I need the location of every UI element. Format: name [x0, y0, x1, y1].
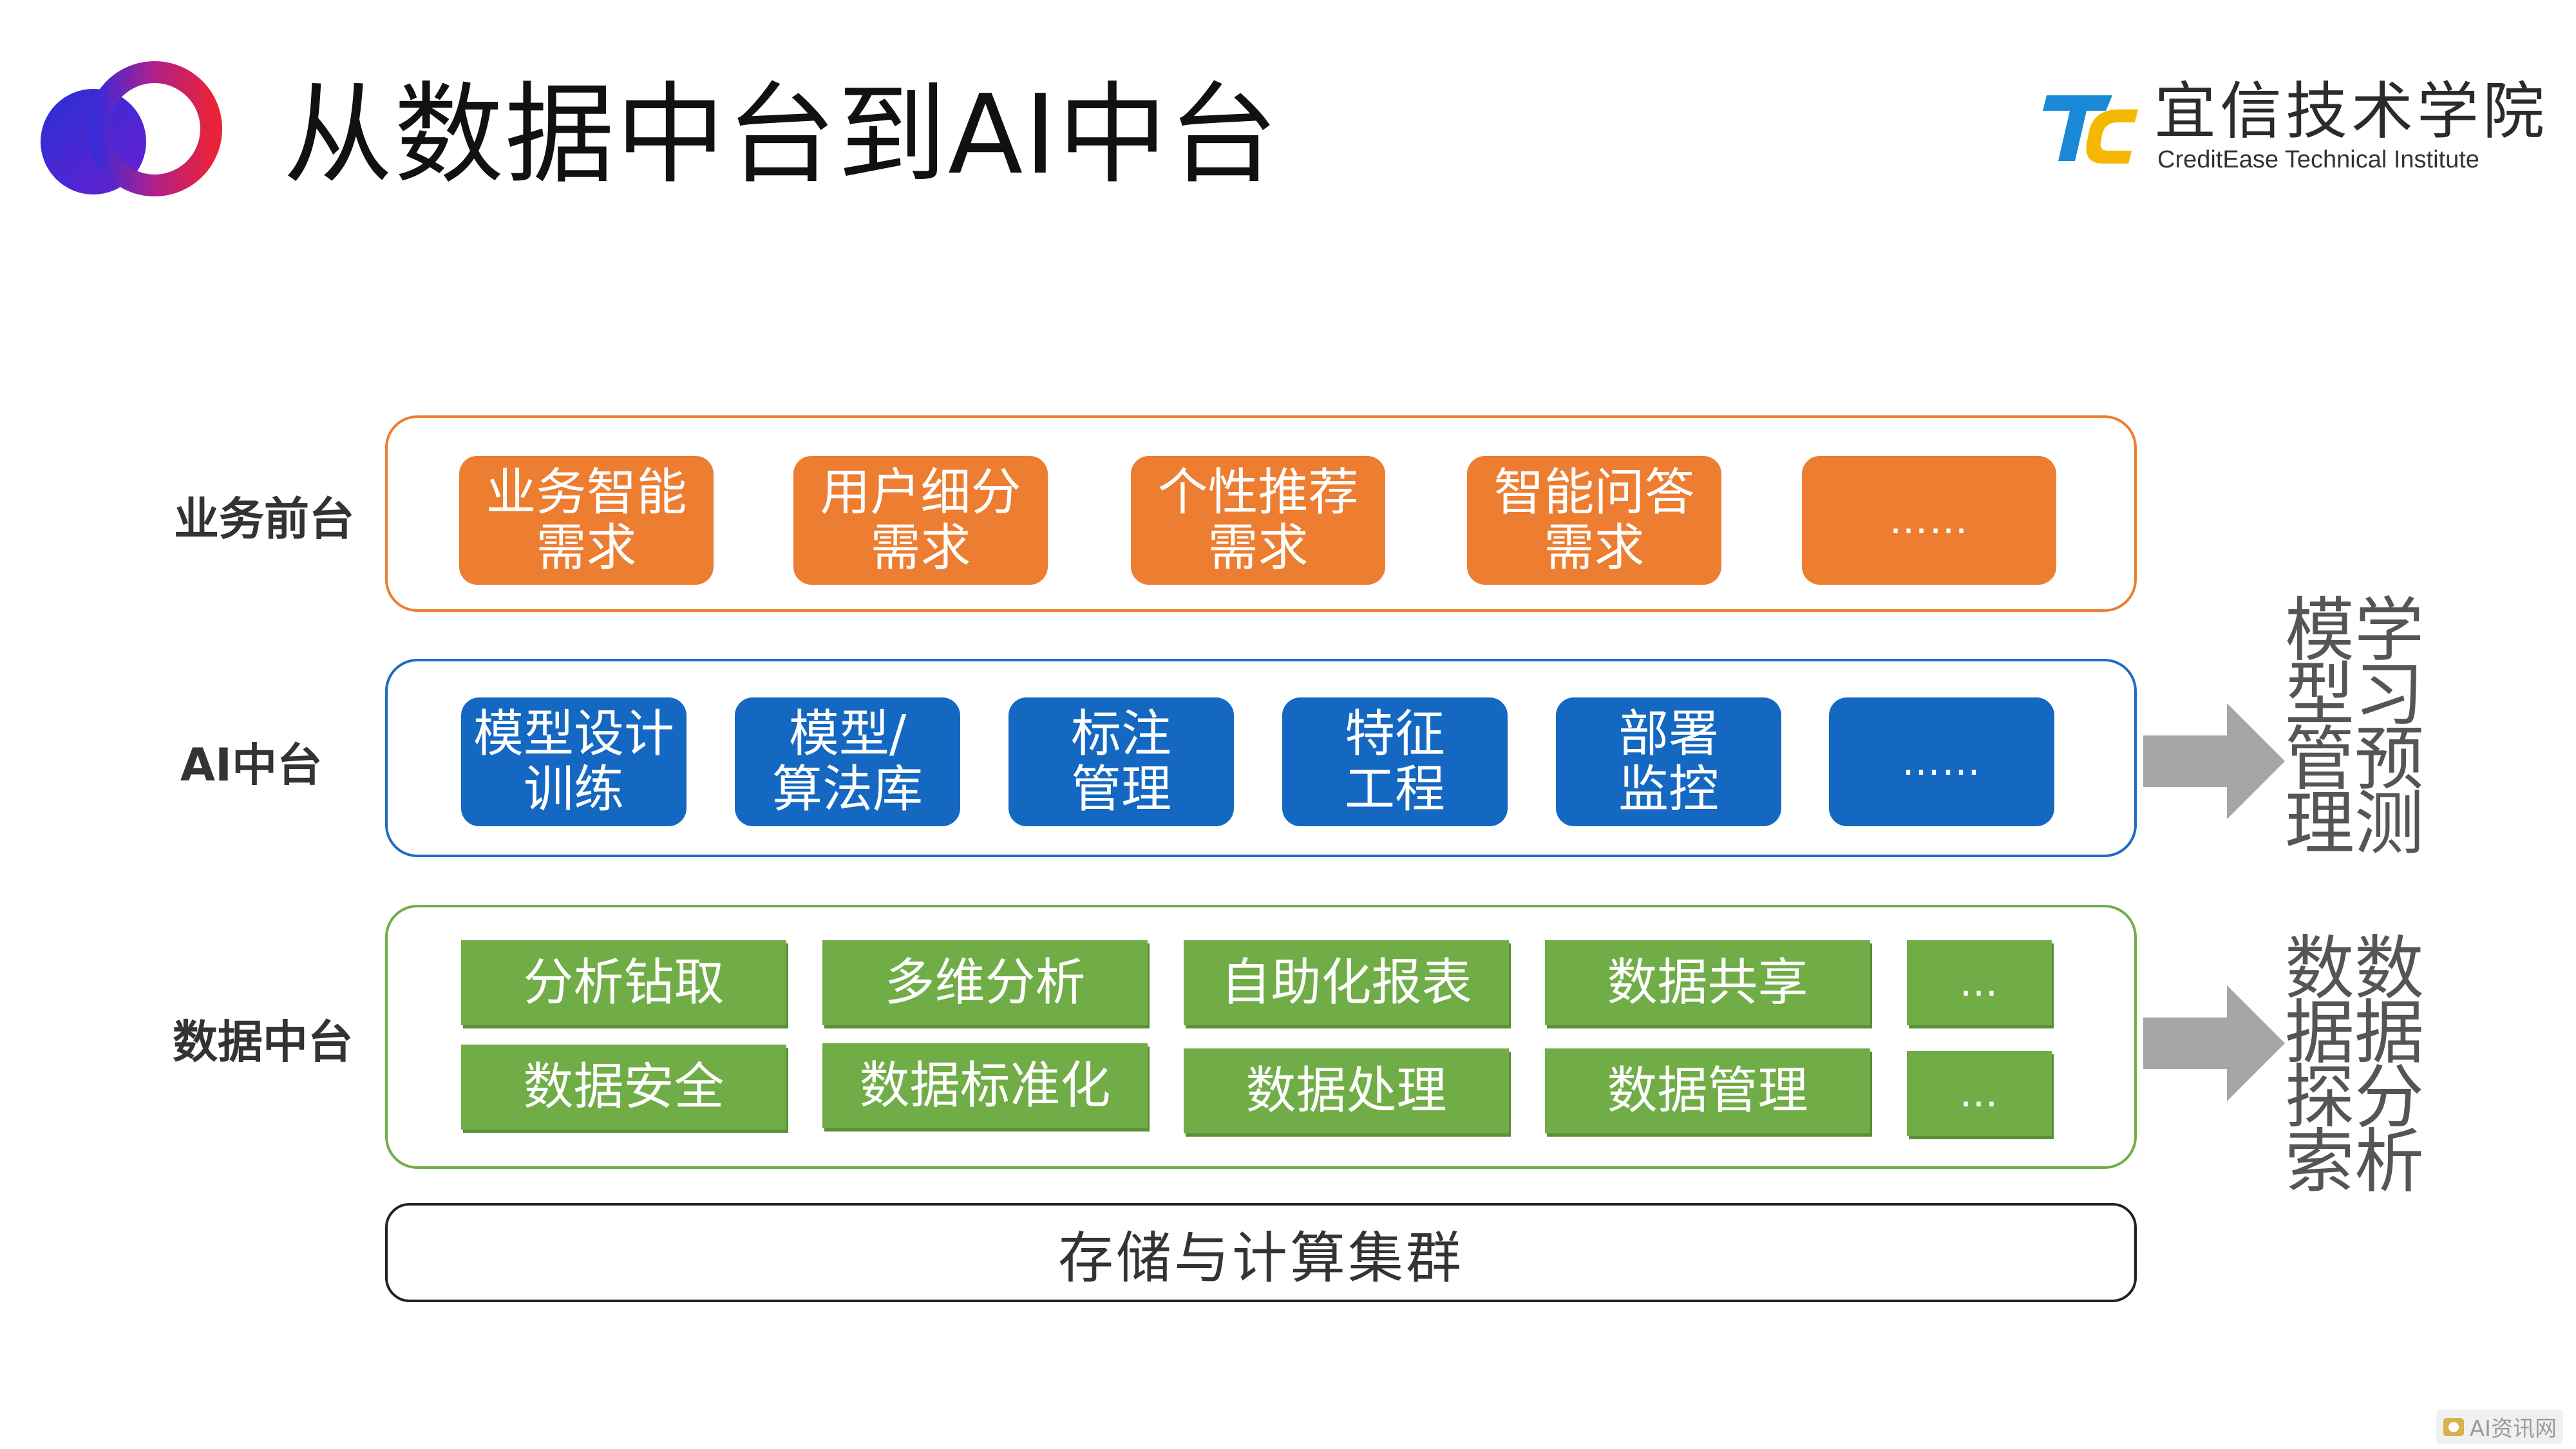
- brand-ring-logo: [41, 61, 222, 196]
- page-title: 从数据中台到AI中台: [283, 71, 1280, 199]
- watermark-text: AI资讯网: [2469, 1416, 2557, 1442]
- data-item: 分析钻取: [461, 940, 786, 1025]
- data-item: 数据共享: [1545, 940, 1870, 1025]
- brand-name-en: CreditEase Technical Institute: [2157, 146, 2479, 173]
- business-item: 智能问答 需求: [1467, 456, 1721, 585]
- ai-item: 特征 工程: [1282, 697, 1508, 826]
- ai-item: 模型设计 训练: [461, 697, 687, 826]
- ai-item: 标注 管理: [1009, 697, 1234, 826]
- ai-output-text: 模学 型习 管预 理测: [2285, 591, 2425, 864]
- data-item: 数据安全: [461, 1045, 786, 1130]
- brand-name-cn: 宜信技术学院: [2154, 75, 2548, 147]
- right-arrow-icon: [2143, 703, 2285, 819]
- ai-item: 模型/ 算法库: [735, 697, 960, 826]
- watermark: AI资讯网: [2436, 1410, 2563, 1444]
- ai-item-more: ……: [1829, 697, 2054, 826]
- business-item: 用户细分 需求: [793, 456, 1048, 585]
- data-output-text: 数数 据据 探分 索析: [2285, 929, 2425, 1202]
- label-ai-platform: AI中台: [180, 739, 323, 791]
- business-item: 个性推荐 需求: [1131, 456, 1385, 585]
- data-item-more: …: [1907, 940, 2052, 1025]
- label-business-frontend: 业务前台: [174, 493, 354, 545]
- business-item-more: ……: [1802, 456, 2056, 585]
- storage-cluster-label: 存储与计算集群: [1058, 1226, 1464, 1291]
- brand-tc-logo: [2043, 95, 2138, 164]
- right-arrow-icon: [2143, 985, 2285, 1101]
- storage-layer-frame: [385, 1203, 2137, 1302]
- business-item: 业务智能 需求: [459, 456, 714, 585]
- data-item: 数据管理: [1545, 1048, 1870, 1133]
- data-item: 自助化报表: [1184, 940, 1509, 1025]
- ai-item: 部署 监控: [1556, 697, 1781, 826]
- data-item: 数据标准化: [822, 1043, 1148, 1128]
- data-item: 多维分析: [822, 940, 1148, 1025]
- data-item-more: …: [1907, 1051, 2052, 1136]
- watermark-logo-icon: [2443, 1417, 2464, 1436]
- data-item: 数据处理: [1184, 1048, 1509, 1133]
- label-data-platform: 数据中台: [173, 1016, 353, 1068]
